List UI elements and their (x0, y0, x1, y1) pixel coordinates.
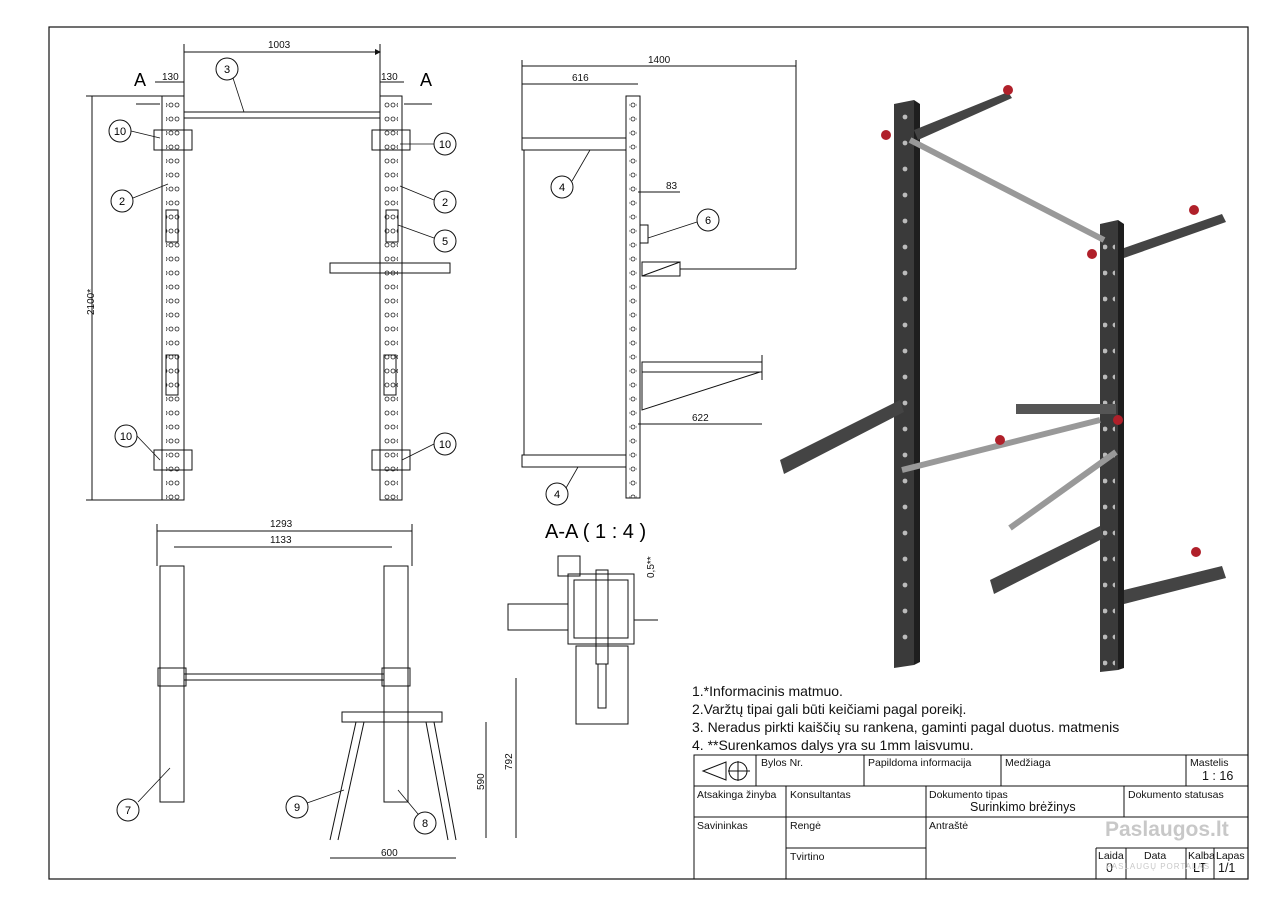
balloon-3: 3 (215, 57, 239, 81)
tb-lapas: Lapas (1216, 850, 1245, 862)
watermark-sub: PASLAUGŲ PORTALAS (1106, 862, 1211, 871)
title-block (693, 754, 1249, 880)
balloon-5: 5 (433, 229, 457, 253)
side-view (521, 60, 797, 499)
tb-data: Data (1144, 850, 1167, 862)
balloon-10-c: 10 (114, 424, 138, 448)
tb-dok-statusas: Dokumento statusas (1128, 789, 1224, 801)
svg-text:4: 4 (559, 182, 565, 194)
dim-1293: 1293 (270, 519, 293, 530)
note-4: 4. **Surenkamos dalys yra su 1mm laisvum… (692, 737, 974, 753)
tb-antraste: Antraštė (929, 820, 969, 832)
isometric-view (780, 85, 1226, 672)
tb-kalba-value: LT (1193, 861, 1207, 875)
tb-dok-tipas: Dokumento tipas (929, 789, 1008, 801)
dim-2100: 2100* (86, 289, 97, 315)
dim-130-right: 130 (381, 72, 398, 83)
balloon-10-a: 10 (108, 119, 132, 143)
svg-text:10: 10 (120, 431, 132, 443)
balloons: 3 10 2 10 2 5 10 10 4 6 4 7 9 8 (108, 57, 720, 835)
tb-dok-tipas-value: Surinkimo brėžinys (970, 800, 1076, 814)
balloon-7: 7 (116, 798, 140, 822)
balloon-6: 6 (696, 208, 720, 232)
svg-text:8: 8 (422, 818, 428, 830)
svg-text:6: 6 (705, 215, 711, 227)
dim-1133: 1133 (270, 535, 292, 546)
balloon-9: 9 (285, 795, 309, 819)
dim-600: 600 (381, 848, 398, 859)
svg-text:9: 9 (294, 802, 300, 814)
dim-1003: 1003 (268, 40, 291, 51)
dim-1400: 1400 (648, 55, 671, 66)
note-1: 1.*Informacinis matmuo. (692, 683, 843, 699)
svg-text:10: 10 (114, 126, 126, 138)
tb-mastelis-value: 1 : 16 (1202, 769, 1234, 783)
section-mark-left: A (134, 70, 146, 90)
tb-laida-value: 0 (1106, 861, 1113, 875)
tb-mastelis: Mastelis (1190, 757, 1229, 769)
section-title: A-A ( 1 : 4 ) (545, 521, 646, 543)
dim-590: 590 (476, 773, 487, 790)
svg-text:10: 10 (439, 439, 451, 451)
tb-savininkas: Savininkas (697, 820, 748, 832)
balloon-4-a: 4 (550, 175, 574, 199)
tb-lapas-value: 1/1 (1218, 861, 1236, 875)
balloon-4-b: 4 (545, 482, 569, 506)
dim-130-left: 130 (162, 72, 179, 83)
svg-text:10: 10 (439, 139, 451, 151)
tb-medziaga: Medžiaga (1005, 757, 1051, 769)
dim-83: 83 (666, 181, 678, 192)
tb-laida: Laida (1098, 850, 1124, 862)
dim-616: 616 (572, 73, 589, 84)
svg-text:3: 3 (224, 64, 230, 76)
tb-kalba: Kalba (1188, 850, 1215, 862)
note-3: 3. Neradus pirkti kaiščių su rankena, ga… (692, 719, 1120, 735)
dim-792: 792 (504, 753, 515, 770)
section-view (507, 555, 658, 725)
tb-tvirtino: Tvirtino (790, 851, 825, 863)
bottom-view (156, 524, 517, 859)
front-view (86, 44, 451, 501)
watermark-logo: Paslaugos.lt (1105, 818, 1229, 841)
tb-atsakinga: Atsakinga žinyba (697, 789, 777, 801)
note-2: 2.Varžtų tipai gali būti keičiami pagal … (692, 701, 967, 717)
dim-622: 622 (692, 413, 709, 424)
tb-papildoma: Papildoma informacija (868, 757, 972, 769)
svg-text:2: 2 (442, 197, 448, 209)
svg-text:7: 7 (125, 805, 131, 817)
svg-text:2: 2 (119, 196, 125, 208)
balloon-10-d: 10 (433, 432, 457, 456)
balloon-2-b: 2 (433, 190, 457, 214)
tb-konsultantas: Konsultantas (790, 789, 851, 801)
balloon-10-b: 10 (433, 132, 457, 156)
balloon-8: 8 (413, 811, 437, 835)
svg-text:5: 5 (442, 236, 448, 248)
svg-text:4: 4 (554, 489, 560, 501)
section-mark-right: A (420, 70, 432, 90)
tb-bylos: Bylos Nr. (761, 757, 804, 769)
dim-05: 0,5** (646, 556, 657, 578)
balloon-leaders (130, 77, 698, 815)
tb-renge: Rengė (790, 820, 821, 832)
drawing-notes: 1.*Informacinis matmuo. 2.Varžtų tipai g… (692, 682, 1119, 754)
balloon-2-a: 2 (110, 189, 134, 213)
